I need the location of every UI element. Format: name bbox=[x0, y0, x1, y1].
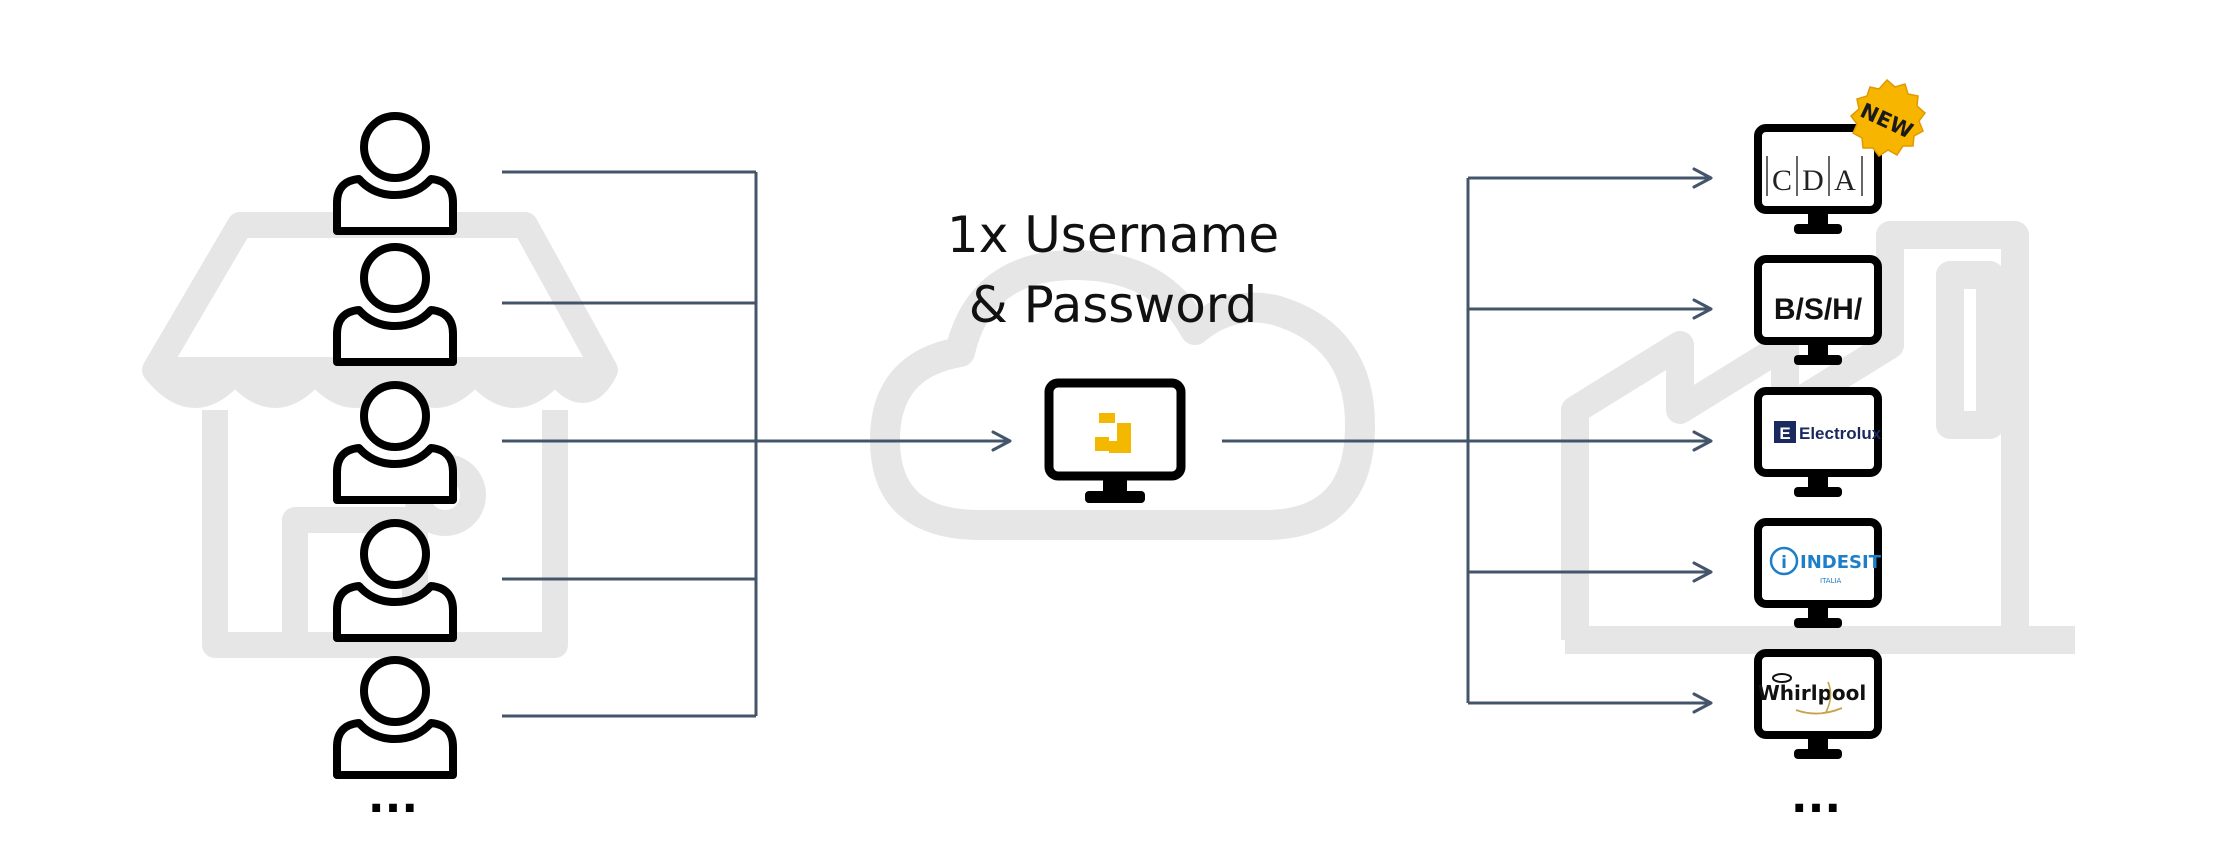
title-line-1: 1x Username bbox=[947, 206, 1279, 264]
new-badge: NEW bbox=[1849, 78, 1927, 158]
svg-text:C: C bbox=[1772, 164, 1792, 197]
user-connectors bbox=[502, 170, 1012, 718]
indesit-sublabel: ITALIA bbox=[1820, 577, 1842, 585]
whirlpool-logo: Whirlpool bbox=[1758, 681, 1867, 705]
whirlpool-icon bbox=[1772, 673, 1792, 683]
users-more-indicator: ... bbox=[368, 772, 418, 823]
indesit-icon bbox=[1769, 546, 1799, 576]
cda-logo: C D A bbox=[1766, 156, 1863, 197]
indesit-logo: INDESIT bbox=[1800, 552, 1882, 573]
brand-monitor-electrolux: E Electrolux bbox=[1758, 391, 1882, 497]
brand-monitor-cda: C D A bbox=[1758, 128, 1878, 234]
brand-monitor-bsh: B/S/H/ bbox=[1758, 259, 1878, 365]
brands-more-indicator: ... bbox=[1791, 772, 1841, 823]
brand-monitor-indesit: i INDESIT ITALIA bbox=[1758, 522, 1882, 628]
title-line-2: & Password bbox=[969, 276, 1257, 334]
user-icon bbox=[337, 660, 453, 775]
user-icon bbox=[337, 247, 453, 362]
svg-text:E: E bbox=[1779, 424, 1790, 443]
factory-background-icon bbox=[1561, 221, 2075, 654]
electrolux-logo: Electrolux bbox=[1799, 424, 1882, 443]
user-icon bbox=[337, 523, 453, 638]
svg-text:A: A bbox=[1834, 164, 1856, 197]
svg-text:D: D bbox=[1802, 164, 1824, 197]
svg-text:i: i bbox=[1781, 553, 1787, 573]
brand-monitor-whirlpool: Whirlpool bbox=[1758, 653, 1878, 759]
cloud-background-icon bbox=[870, 250, 1375, 540]
users-column bbox=[337, 116, 453, 775]
user-icon bbox=[337, 116, 453, 231]
brand-connectors bbox=[1222, 167, 1713, 714]
portal-monitor-icon bbox=[1044, 378, 1186, 503]
portal-logo-icon bbox=[1095, 413, 1131, 453]
bsh-logo: B/S/H/ bbox=[1774, 293, 1863, 326]
electrolux-icon bbox=[1774, 421, 1796, 443]
